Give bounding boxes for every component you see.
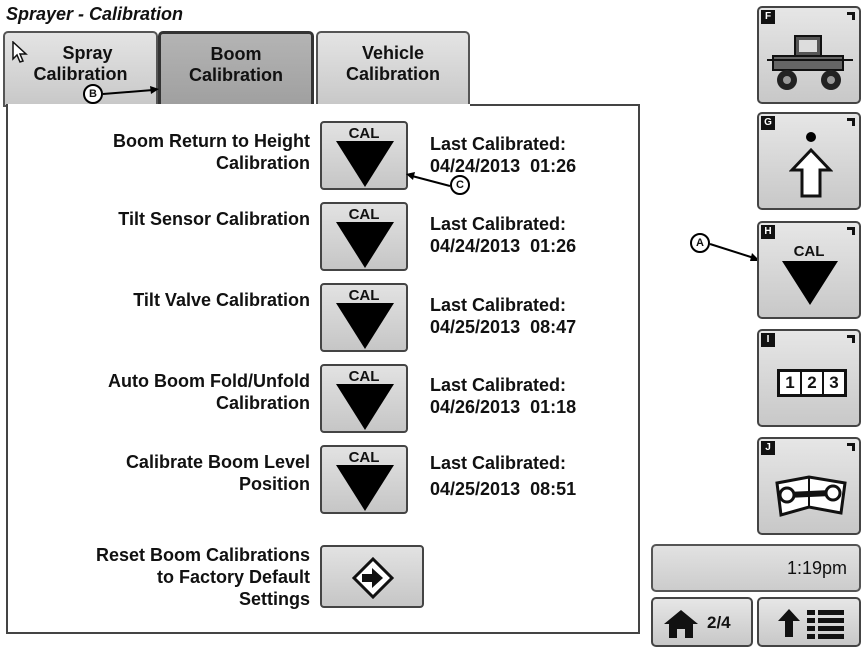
row-label-auto-boom-fold: Auto Boom Fold/Unfold Calibration: [108, 370, 310, 414]
sprayer-vehicle-icon: [767, 35, 853, 90]
keypad-digit: 3: [823, 371, 845, 395]
triangle-down-icon: [336, 303, 394, 349]
triangle-down-icon: [336, 465, 394, 511]
callout-c-arrow: [406, 172, 451, 187]
side-button-letter: I: [761, 333, 775, 347]
row-label-line2: Calibration: [215, 393, 310, 413]
cal-label: CAL: [348, 125, 380, 142]
side-button-letter: F: [761, 10, 775, 24]
last-calibrated-tilt-sensor: Last Calibrated: 04/24/2013 01:26: [430, 213, 576, 257]
last-calibrated-boom-level: Last Calibrated: 04/25/2013 08:51: [430, 452, 576, 500]
row-label-boom-return: Boom Return to Height Calibration: [113, 130, 310, 174]
row-label-line1: Tilt Valve Calibration: [133, 290, 310, 310]
side-button-letter: J: [761, 441, 775, 455]
home-page-button[interactable]: 2/4: [651, 597, 753, 647]
triangle-down-icon: [336, 384, 394, 430]
callout-b: B: [83, 84, 103, 104]
last-calibrated-date: 04/24/2013 01:26: [430, 236, 577, 256]
tab-vehicle-calibration[interactable]: Vehicle Calibration: [316, 31, 470, 107]
reset-boom-calibrations-button[interactable]: [320, 545, 424, 608]
cal-label: CAL: [793, 243, 825, 260]
last-calibrated-label: Last Calibrated:: [430, 214, 567, 234]
page-title: Sprayer - Calibration: [6, 4, 184, 24]
row-label-line1: Auto Boom Fold/Unfold: [108, 371, 310, 391]
numeric-keypad-icon: 1 2 3: [777, 369, 847, 397]
panel-divider: [470, 104, 640, 106]
cursor-pointer-icon: [12, 41, 28, 63]
tab-label-line1: Boom: [210, 44, 262, 64]
row-label-line1: Boom Return to Height: [113, 131, 310, 151]
triangle-down-icon: [336, 141, 394, 187]
callout-a: A: [690, 233, 710, 253]
row-label-reset: Reset Boom Calibrations to Factory Defau…: [96, 544, 310, 610]
side-button-letter: H: [761, 225, 775, 239]
reset-label-line2: to Factory Default: [156, 567, 310, 587]
cal-label: CAL: [348, 449, 380, 466]
row-label-line1: Calibrate Boom Level: [125, 452, 310, 472]
cal-button-tilt-valve[interactable]: CAL: [320, 283, 408, 352]
keypad-digit: 2: [801, 371, 823, 395]
cal-button-tilt-sensor[interactable]: CAL: [320, 202, 408, 271]
row-label-boom-level: Calibrate Boom Level Position: [126, 451, 310, 495]
side-button-j-manual[interactable]: J: [757, 437, 861, 535]
keypad-digit: 1: [779, 371, 801, 395]
cal-button-boom-level[interactable]: CAL: [320, 445, 408, 514]
last-calibrated-tilt-valve: Last Calibrated: 04/25/2013 08:47: [430, 294, 576, 338]
last-calibrated-date: 04/25/2013 08:51: [430, 479, 577, 499]
side-button-i-keypad[interactable]: I 1 2 3: [757, 329, 861, 427]
callout-b-arrow: [102, 86, 159, 95]
home-icon: [664, 610, 698, 638]
cal-button-auto-boom-fold[interactable]: CAL: [320, 364, 408, 433]
corner-indicator: [847, 12, 855, 20]
up-arrow-menu-icon: [778, 609, 844, 639]
tab-spray-calibration[interactable]: Spray Calibration: [3, 31, 158, 107]
tab-label-line1: Spray: [62, 43, 113, 63]
tab-label-line2: Calibration: [345, 64, 440, 84]
reset-label-line3: Settings: [238, 589, 310, 609]
up-arrow-icon: [789, 132, 833, 198]
cal-label: CAL: [348, 287, 380, 304]
corner-indicator: [847, 443, 855, 451]
menu-up-button[interactable]: [757, 597, 861, 647]
last-calibrated-label: Last Calibrated:: [430, 453, 567, 473]
last-calibrated-date: 04/24/2013 01:26: [430, 156, 577, 176]
side-button-letter: G: [761, 116, 775, 130]
last-calibrated-label: Last Calibrated:: [430, 134, 567, 154]
manual-wrench-icon: [775, 475, 847, 517]
row-label-tilt-sensor: Tilt Sensor Calibration: [118, 208, 310, 230]
last-calibrated-label: Last Calibrated:: [430, 375, 567, 395]
tab-boom-calibration[interactable]: Boom Calibration: [158, 31, 314, 107]
corner-indicator: [847, 335, 855, 343]
reset-label-line1: Reset Boom Calibrations: [95, 545, 310, 565]
cal-button-boom-return[interactable]: CAL: [320, 121, 408, 190]
enter-arrow-icon: [352, 557, 394, 599]
side-button-h-cal[interactable]: H CAL: [757, 221, 861, 319]
last-calibrated-auto-boom-fold: Last Calibrated: 04/26/2013 01:18: [430, 374, 576, 418]
last-calibrated-boom-return: Last Calibrated: 04/24/2013 01:26: [430, 133, 576, 177]
clock-display: 1:19pm: [651, 544, 861, 592]
tab-label-line1: Vehicle: [361, 43, 425, 63]
tab-label-line2: Calibration: [33, 64, 128, 84]
callout-c: C: [450, 175, 470, 195]
row-label-line2: Calibration: [215, 153, 310, 173]
triangle-down-icon: [336, 222, 394, 268]
page-indicator: 2/4: [707, 613, 731, 632]
row-label-line1: Tilt Sensor Calibration: [118, 209, 310, 229]
corner-indicator: [847, 227, 855, 235]
cal-label: CAL: [348, 206, 380, 223]
row-label-line2: Position: [239, 474, 310, 494]
side-button-g-up[interactable]: G: [757, 112, 861, 210]
triangle-down-icon: [782, 261, 838, 305]
last-calibrated-label: Last Calibrated:: [430, 295, 567, 315]
row-label-tilt-valve: Tilt Valve Calibration: [133, 289, 310, 311]
side-button-f-machine[interactable]: F: [757, 6, 861, 104]
last-calibrated-date: 04/25/2013 08:47: [430, 317, 577, 337]
callout-a-arrow: [709, 243, 760, 261]
cal-label: CAL: [348, 368, 380, 385]
last-calibrated-date: 04/26/2013 01:18: [430, 397, 577, 417]
corner-indicator: [847, 118, 855, 126]
tab-label-line2: Calibration: [188, 65, 283, 85]
